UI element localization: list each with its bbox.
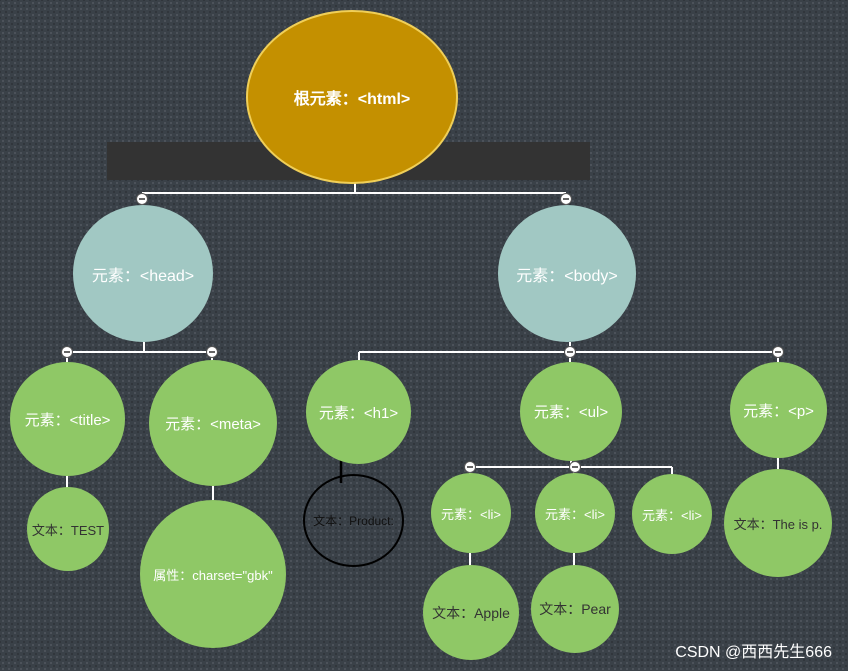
node-ul[interactable]: 元素：<ul> bbox=[520, 362, 622, 461]
node-ul-label: 元素：<ul> bbox=[533, 404, 609, 421]
node-text-p[interactable]: 文本：The is p. bbox=[724, 469, 832, 577]
node-li-1-label: 元素：<li> bbox=[441, 506, 501, 522]
node-text-p-label: 文本：The is p. bbox=[733, 516, 823, 532]
node-title-label: 元素：<title> bbox=[24, 411, 111, 429]
node-meta-label: 元素：<meta> bbox=[165, 415, 261, 433]
node-text-product-label: 文本：Product: bbox=[313, 514, 394, 528]
node-head-label: 元素：<head> bbox=[91, 267, 195, 285]
node-h1-label: 元素：<h1> bbox=[318, 404, 399, 422]
node-text-pear[interactable]: 文本：Pear bbox=[531, 565, 619, 653]
node-text-pear-label: 文本：Pear bbox=[539, 601, 611, 617]
node-text-test-label: 文本：TEST bbox=[31, 522, 105, 538]
node-meta[interactable]: 元素：<meta> bbox=[149, 360, 277, 486]
node-text-apple-label: 文本：Apple bbox=[432, 604, 510, 621]
node-li-3-label: 元素：<li> bbox=[642, 507, 702, 523]
node-li-2-label: 元素：<li> bbox=[545, 506, 605, 522]
node-attr-charset[interactable]: 属性：charset="gbk" bbox=[140, 500, 286, 648]
node-text-test[interactable]: 文本：TEST bbox=[27, 487, 109, 571]
node-body[interactable]: 元素：<body> bbox=[498, 205, 636, 342]
node-attr-charset-label: 属性：charset="gbk" bbox=[153, 567, 273, 583]
node-li-1[interactable]: 元素：<li> bbox=[431, 473, 511, 553]
node-li-2[interactable]: 元素：<li> bbox=[535, 473, 615, 553]
watermark: CSDN @西西先生666 bbox=[675, 644, 832, 661]
node-li-3[interactable]: 元素：<li> bbox=[632, 474, 712, 554]
node-root-html[interactable]: 根元素：<html> bbox=[246, 10, 458, 184]
node-p-label: 元素：<p> bbox=[743, 402, 814, 420]
node-root-html-label: 根元素：<html> bbox=[293, 91, 411, 108]
node-text-apple[interactable]: 文本：Apple bbox=[423, 565, 519, 660]
node-h1[interactable]: 元素：<h1> bbox=[306, 360, 411, 464]
node-title[interactable]: 元素：<title> bbox=[10, 362, 125, 476]
node-body-label: 元素：<body> bbox=[516, 267, 618, 285]
node-text-product[interactable]: 文本：Product: bbox=[303, 474, 404, 567]
node-head[interactable]: 元素：<head> bbox=[73, 205, 213, 342]
node-p[interactable]: 元素：<p> bbox=[730, 362, 827, 458]
